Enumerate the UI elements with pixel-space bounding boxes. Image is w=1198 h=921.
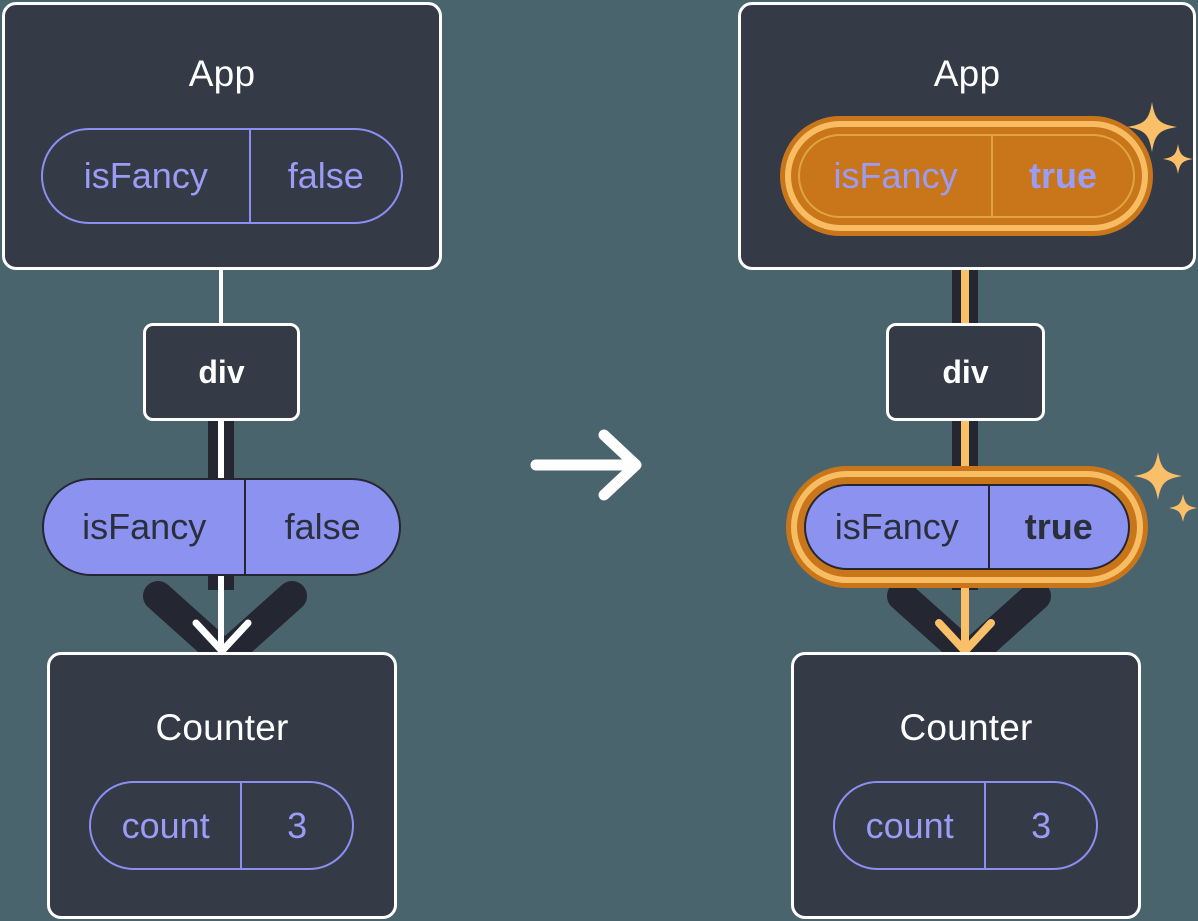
transition-arrow-right-icon	[530, 429, 642, 501]
app-state-pill-after[interactable]: isFancy true	[798, 134, 1135, 218]
prop-arrowhead-white-left	[192, 619, 252, 655]
counter-state-key-after: count	[835, 783, 987, 868]
counter-state-key-before: count	[91, 783, 243, 868]
sparkle-icon-prop-after	[1134, 452, 1197, 522]
app-state-key-after: isFancy	[800, 136, 994, 216]
prop-pill-value-after: true	[1024, 506, 1093, 547]
counter-title-before: Counter	[155, 707, 289, 748]
app-state-key-before: isFancy	[43, 130, 251, 222]
counter-state-pill-before[interactable]: count 3	[89, 781, 354, 870]
sparkle-icon-app-after	[1127, 102, 1193, 174]
prop-pill-after[interactable]: isFancy true	[804, 484, 1130, 570]
app-title-before: App	[188, 53, 256, 94]
connector-core-right	[961, 215, 969, 325]
counter-title-after: Counter	[899, 707, 1033, 748]
div-node-after: div	[886, 323, 1045, 421]
div-node-label-before: div	[198, 353, 245, 390]
connector-app-to-div-left	[219, 214, 223, 326]
app-state-pill-before[interactable]: isFancy false	[41, 128, 403, 224]
prop-pill-value-before: false	[284, 506, 361, 547]
app-title-after: App	[933, 53, 1001, 94]
app-state-value-before: false	[287, 155, 364, 196]
div-node-label-after: div	[942, 353, 989, 390]
prop-pill-key-after: isFancy	[806, 486, 990, 568]
div-node-before: div	[143, 323, 300, 421]
prop-arrowhead-orange-right	[935, 619, 995, 655]
counter-state-pill-after[interactable]: count 3	[833, 781, 1098, 870]
counter-state-value-after: 3	[1031, 804, 1052, 846]
prop-pill-before[interactable]: isFancy false	[42, 478, 401, 576]
app-state-value-after: true	[1029, 155, 1098, 196]
counter-state-value-before: 3	[287, 804, 308, 846]
prop-pill-key-before: isFancy	[44, 480, 247, 574]
